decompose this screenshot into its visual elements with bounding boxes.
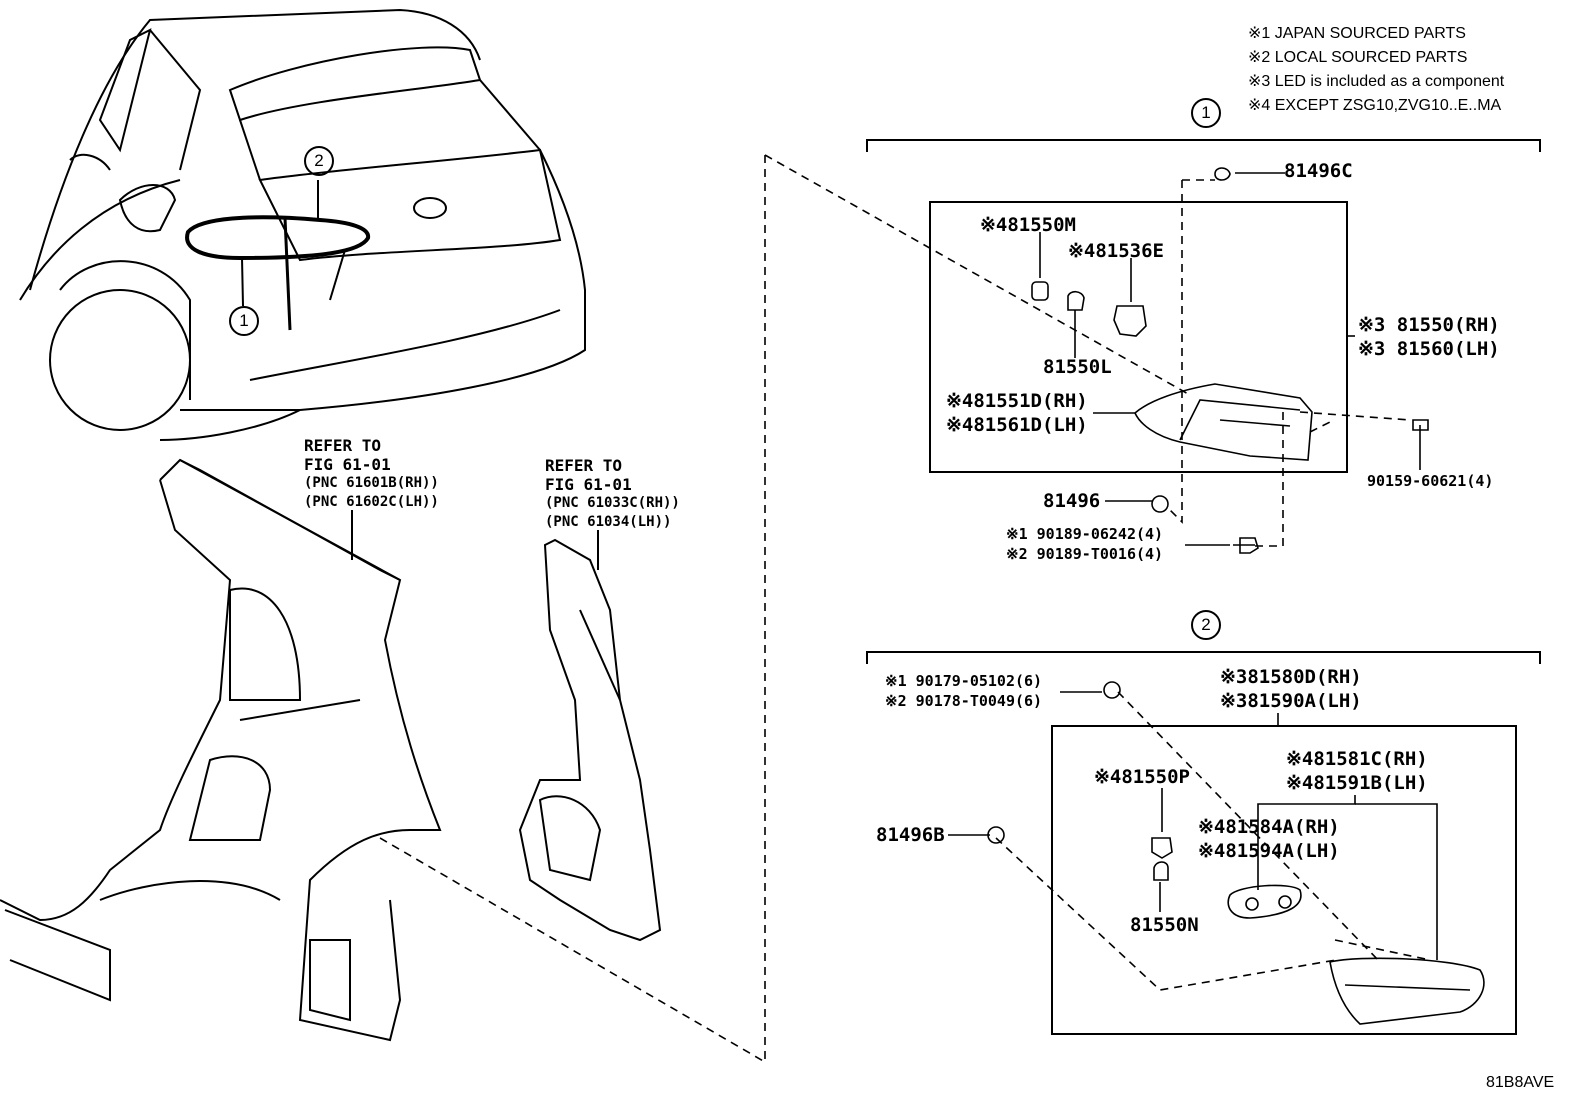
refer-right-line2: FIG 61-01: [545, 475, 632, 494]
part-81551D-rh[interactable]: ※481551D(RH): [946, 390, 1088, 412]
part-90189-T0016[interactable]: ※2 90189-T0016(4): [1006, 545, 1164, 563]
refer-right-line4: (PNC 61034(LH)): [545, 514, 672, 530]
diagram-code: 81B8AVE: [1486, 1074, 1555, 1091]
part-81590A-lh[interactable]: ※381590A(LH): [1220, 690, 1362, 712]
part-81594A-lh[interactable]: ※481594A(LH): [1198, 840, 1340, 862]
part-81536E[interactable]: ※481536E: [1068, 240, 1164, 262]
callout-1-vehicle: 1: [229, 306, 259, 336]
callout-1-group-header: 1: [1191, 98, 1221, 128]
part-81550M[interactable]: ※481550M: [980, 214, 1076, 236]
part-81550N[interactable]: 81550N: [1130, 914, 1199, 936]
part-81561D-lh[interactable]: ※481561D(LH): [946, 414, 1088, 436]
part-81496[interactable]: 81496: [1043, 490, 1101, 512]
refer-left-line4: (PNC 61602C(LH)): [304, 494, 439, 510]
part-81581C-rh[interactable]: ※481581C(RH): [1286, 748, 1428, 770]
legend-note-3: ※3 LED is included as a component: [1248, 73, 1505, 90]
legend-note-4: ※4 EXCEPT ZSG10,ZVG10..E..MA: [1248, 97, 1502, 114]
legend-note-2: ※2 LOCAL SOURCED PARTS: [1248, 49, 1468, 66]
part-81550L[interactable]: 81550L: [1043, 356, 1112, 378]
part-81550P[interactable]: ※481550P: [1094, 766, 1190, 788]
callout-2-vehicle: 2: [304, 146, 334, 176]
refer-right: REFER TO FIG 61-01 (PNC 61033C(RH)) (PNC…: [545, 456, 680, 532]
part-81584A-rh[interactable]: ※481584A(RH): [1198, 816, 1340, 838]
part-90189-06242[interactable]: ※1 90189-06242(4): [1006, 525, 1164, 543]
part-81496B[interactable]: 81496B: [876, 824, 945, 846]
quarter-panel-drawing: [0, 458, 442, 1042]
legend-note-1: ※1 JAPAN SOURCED PARTS: [1248, 25, 1466, 42]
part-81560-lh[interactable]: ※3 81560(LH): [1358, 338, 1500, 360]
refer-left-line1: REFER TO: [304, 436, 382, 455]
part-90179-05102[interactable]: ※1 90179-05102(6): [885, 672, 1043, 690]
refer-left-line2: FIG 61-01: [304, 455, 391, 474]
part-90159-60621[interactable]: 90159-60621(4): [1367, 472, 1494, 490]
refer-left-line3: (PNC 61601B(RH)): [304, 475, 439, 491]
inner-panel-drawing: [518, 538, 662, 942]
part-90178-T0049[interactable]: ※2 90178-T0049(6): [885, 692, 1043, 710]
part-81591B-lh[interactable]: ※481591B(LH): [1286, 772, 1428, 794]
part-81550-rh[interactable]: ※3 81550(RH): [1358, 314, 1500, 336]
vehicle-rear-view: [19, 8, 586, 441]
refer-right-line1: REFER TO: [545, 456, 623, 475]
callout-2-group-header: 2: [1191, 610, 1221, 640]
part-81580D-rh[interactable]: ※381580D(RH): [1220, 666, 1362, 688]
refer-left: REFER TO FIG 61-01 (PNC 61601B(RH)) (PNC…: [304, 436, 439, 512]
refer-right-line3: (PNC 61033C(RH)): [545, 495, 680, 511]
part-81496C[interactable]: 81496C: [1284, 160, 1353, 182]
